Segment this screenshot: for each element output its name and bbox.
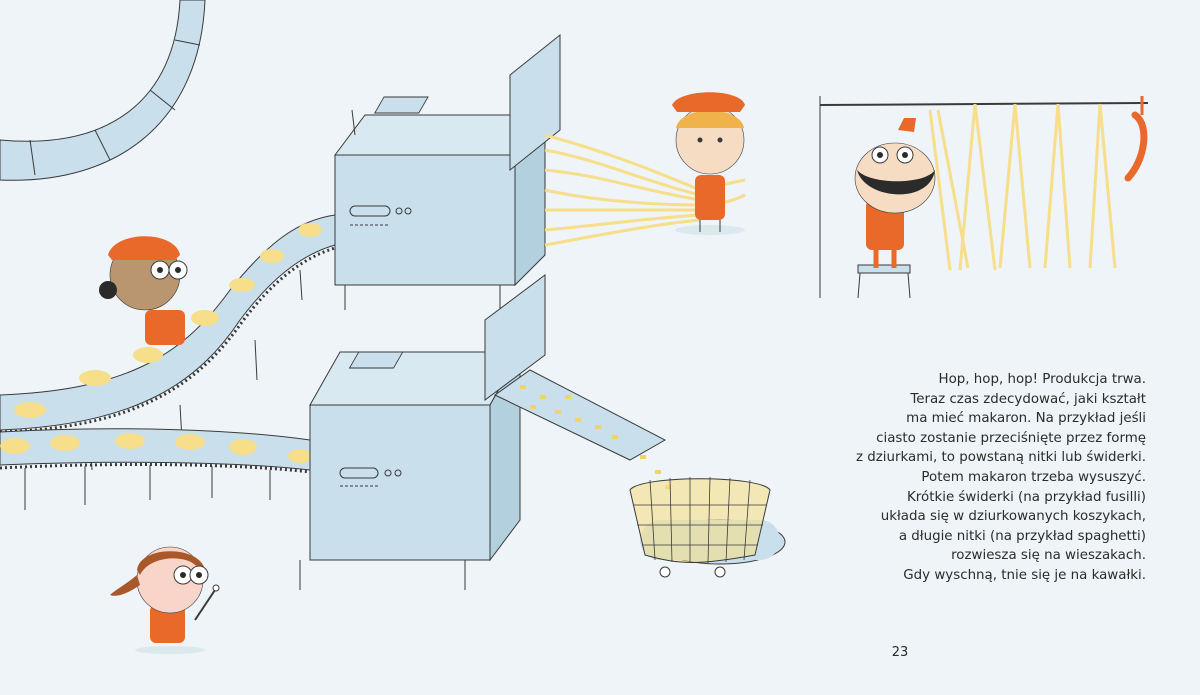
text-line: a długie nitki (na przykład spaghetti) [898,528,1146,544]
fusilli-machine [299,274,671,590]
worker-girl [110,546,220,654]
text-line: Hop, hop, hop! Produkcja trwa. [938,372,1146,387]
page-number: 23 [891,645,909,660]
text-line: Potem makaron trzeba wysuszyć. [921,469,1146,485]
drying-basket [629,476,786,578]
text-line: układa się w dziurkowanych koszykach, [880,509,1146,525]
text-line: ma mieć makaron. Na przykład jeśli [906,411,1146,427]
drying-rack [819,96,1149,298]
spaghetti-machine [334,33,561,310]
upper-conveyor [0,214,336,471]
worker-drying [854,118,936,299]
lower-conveyor [0,428,312,510]
spaghetti-strands [544,133,746,247]
curved-chute [0,0,206,181]
text-line: rozwiesza się na wieszakach. [951,548,1146,564]
text-line: Teraz czas zdecydować, jaki kształt [910,391,1146,407]
text-line: Gdy wyschną, tnie się je na kawałki. [903,567,1146,583]
worker-conveyor [99,236,188,345]
worker-spaghetti [672,92,745,235]
text-line: ciasto zostanie przeciśnięte przez formę [876,430,1146,446]
body-text: Hop, hop, hop! Produkcja trwa. Teraz cza… [800,370,1146,586]
text-line: z dziurkami, to powstaną nitki lub świde… [855,450,1146,466]
text-line: Krótkie świderki (na przykład fusilli) [907,489,1146,505]
